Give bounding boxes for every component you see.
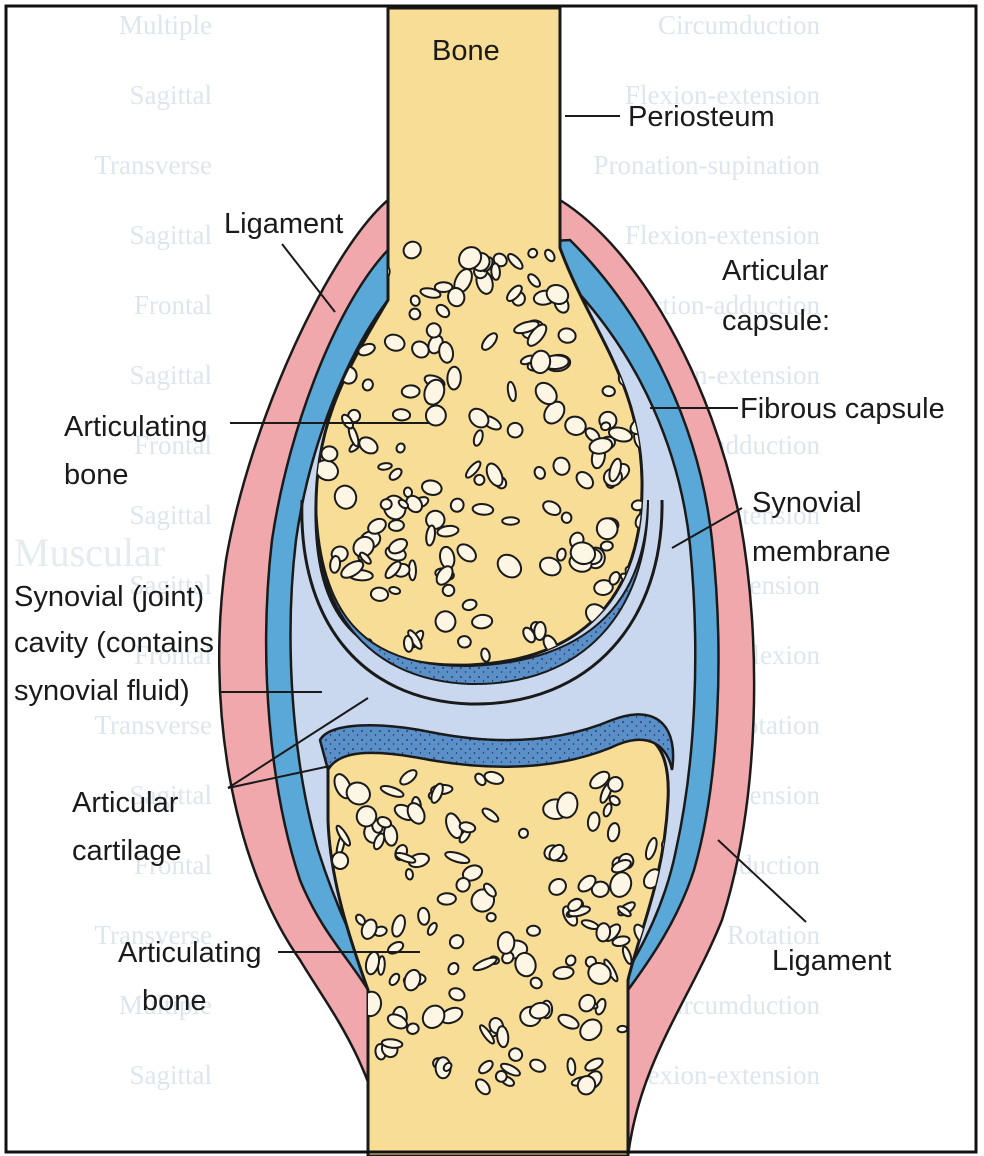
trabecular-space — [602, 385, 616, 397]
trabecular-space — [438, 893, 457, 905]
trabecular-space — [596, 923, 611, 943]
trabecular-space — [321, 446, 338, 462]
bleed-right-item: Flexion-extension — [625, 1060, 820, 1090]
label-fibrous-capsule: Fibrous capsule — [740, 393, 945, 425]
bleed-left-item: Frontal — [134, 290, 212, 320]
bleed-right-item: Circumduction — [658, 10, 820, 40]
trabecular-space — [491, 263, 501, 280]
label-articulating-bone-top-line2: bone — [64, 459, 129, 491]
label-synovial-cavity-line3: synovial fluid) — [14, 675, 190, 707]
label-articular-cartilage-line2: cartilage — [72, 835, 182, 867]
trabecular-space — [527, 925, 541, 936]
label-synovial-cavity-line2: cavity (contains — [14, 627, 214, 659]
trabecular-space — [405, 869, 414, 880]
bleed-left-item: Multiple — [119, 10, 212, 40]
bleed-left-item: Transverse — [95, 710, 213, 740]
bleed-right-item: Pronation-supination — [594, 150, 821, 180]
trabecular-space — [639, 251, 650, 261]
trabecular-space — [617, 1026, 627, 1033]
bleed-left-item: Sagittal — [130, 80, 213, 110]
trabecular-space — [502, 517, 519, 524]
label-articulating-bone-bottom-line2: bone — [142, 985, 207, 1017]
trabecular-space — [447, 366, 461, 389]
bleed-left-item: Sagittal — [130, 360, 213, 390]
articulating-bone-bottom — [320, 714, 679, 1156]
trabecular-space — [327, 1083, 347, 1094]
trabecular-space — [403, 635, 413, 652]
trabecular-space — [561, 512, 572, 524]
bleed-left-item: Sagittal — [130, 220, 213, 250]
trabecular-space — [402, 385, 420, 398]
label-bone: Bone — [432, 35, 500, 67]
label-synovial-cavity-line1: Synovial (joint) — [14, 581, 204, 613]
label-articular-capsule-line1: Articular — [722, 255, 829, 287]
bleed-heading: Muscular — [14, 530, 165, 575]
label-ligament-top: Ligament — [224, 208, 343, 240]
label-articulating-bone-top-line1: Articulating — [64, 411, 207, 443]
label-articulating-bone-bottom-line1: Articulating — [118, 937, 261, 969]
label-articular-cartilage-line1: Articular — [72, 787, 179, 819]
label-synovial-membrane-line1: Synovial — [752, 487, 862, 519]
trabecular-space — [497, 932, 515, 955]
trabecular-space — [474, 474, 486, 486]
bleed-right-item: Flexion-extension — [625, 220, 820, 250]
label-synovial-membrane-line2: membrane — [752, 536, 891, 568]
label-ligament-bottom: Ligament — [772, 945, 891, 977]
trabecular-space — [457, 635, 471, 648]
trabecular-space — [389, 520, 405, 532]
bleed-left-item: Sagittal — [130, 500, 213, 530]
trabecular-space — [393, 409, 411, 421]
trabecular-space — [370, 587, 388, 602]
bleed-left-item: Sagittal — [130, 1060, 213, 1090]
trabecular-space — [487, 913, 496, 922]
articulating-bone-top — [302, 8, 662, 704]
label-articular-capsule-line2: capsule: — [722, 305, 830, 337]
bleed-left-item: Transverse — [95, 150, 213, 180]
label-periosteum: Periosteum — [628, 101, 775, 133]
trabecular-space — [417, 907, 430, 925]
